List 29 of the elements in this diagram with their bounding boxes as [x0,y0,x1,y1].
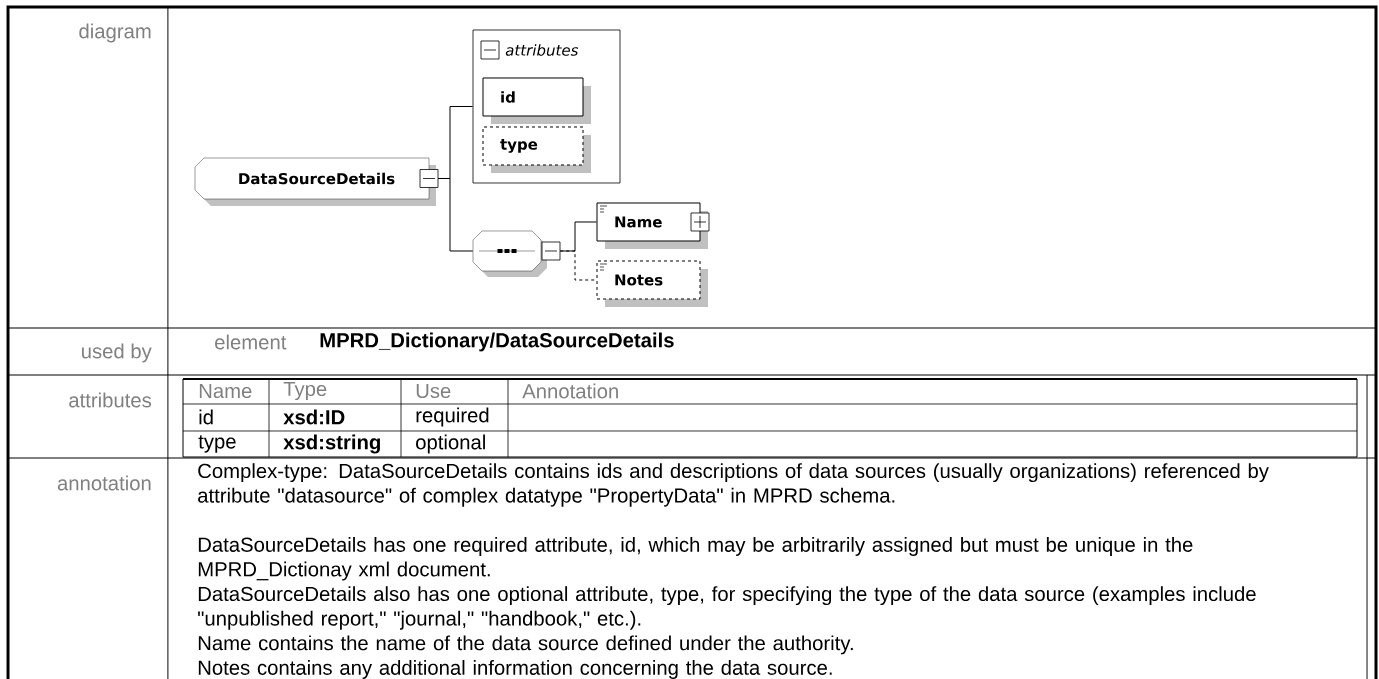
attribute-box: id [482,77,591,124]
connector-line [437,178,474,252]
annotation-text: Complex-type: DataSourceDetails contains ids and descriptions of data sources (usually organizations) referenced by attribute "datasource" of complex datatype "PropertyData" in MPRD schema. [198,463,1269,507]
row-header: annotation [57,475,151,491]
row-header: diagram [79,23,151,43]
annotation-text: DataSourceDetails has one required attribute, id, which may be arbitrarily assigned but must be unique in the MPRD_Dictionay xml document. [198,537,1193,581]
annotation-text: Name contains the name of the data source defined under the authority. [198,635,853,655]
column-header: Type [283,381,327,401]
table-text: xsd:string [283,434,380,454]
element-path: MPRD_Dictionary/DataSourceDetails [320,332,674,352]
table-text: required [416,407,489,427]
table-text: xsd:ID [283,409,345,425]
annotation-text: Notes contains any additional information concerning the data source. [198,660,832,679]
column-header: Name [199,383,252,399]
row-header: attributes [69,392,152,408]
annotation-text: DataSourceDetails also has one optional attribute, type, for specifying the type of the data source (examples include "unpublished report," "journal," "handbook," etc.). [198,586,1256,630]
table-text: optional [416,434,485,454]
element-keyword: element [215,334,287,350]
element-box: Name [596,202,710,249]
row-header: used by [82,343,152,363]
element-box: DataSourceDetails [194,157,439,206]
table-text: type [198,435,236,453]
element-box: Notes [596,260,708,307]
column-header: Annotation [522,383,618,399]
sequence-symbol [472,230,561,277]
connector-line [559,250,597,281]
attribute-box: type [482,126,591,173]
table-text: id [199,409,213,425]
column-header: Use [416,383,451,399]
